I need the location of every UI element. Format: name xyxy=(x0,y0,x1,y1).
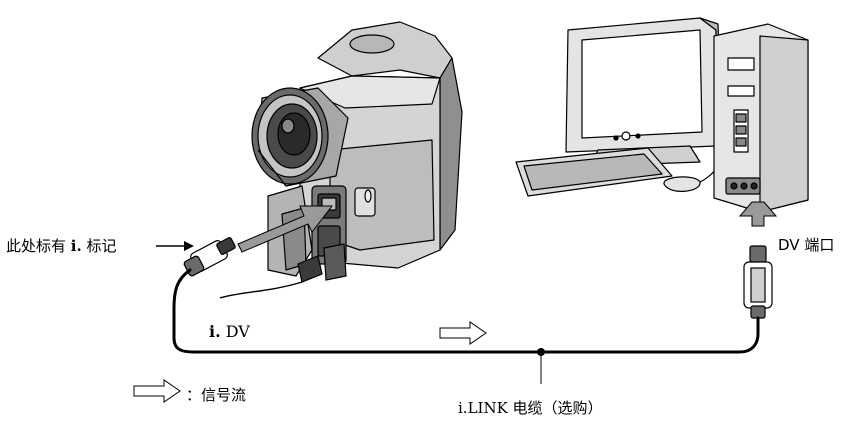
marked-here-label: 此处标有 i. 标记 xyxy=(6,237,117,255)
camcorder-plugs xyxy=(219,243,347,299)
signal-flow-arrow xyxy=(439,321,487,345)
ilink-icon: i. xyxy=(209,322,221,341)
cable-label: i.LINK 电缆（选购） xyxy=(458,399,603,417)
label-pointer xyxy=(156,241,194,251)
signal-flow-legend: ：信号流 xyxy=(186,386,247,404)
ilink-plug-left xyxy=(183,237,236,277)
ilink-cable xyxy=(172,268,760,354)
dv-left-text: DV xyxy=(225,322,250,341)
dv-port-label: DV 端口 xyxy=(778,236,835,254)
insert-arrow xyxy=(237,205,334,253)
dv-port-arrow xyxy=(738,201,778,227)
dv-left-label: i. DV xyxy=(209,323,250,341)
marked-suffix-text: 标记 xyxy=(86,237,117,255)
ilink-plug-right xyxy=(743,245,773,319)
camcorder xyxy=(251,21,463,277)
marked-here-text: 此处标有 xyxy=(6,237,67,255)
ilink-icon: i. xyxy=(70,237,82,255)
computer xyxy=(515,17,809,213)
legend-signal-arrow xyxy=(133,379,181,403)
